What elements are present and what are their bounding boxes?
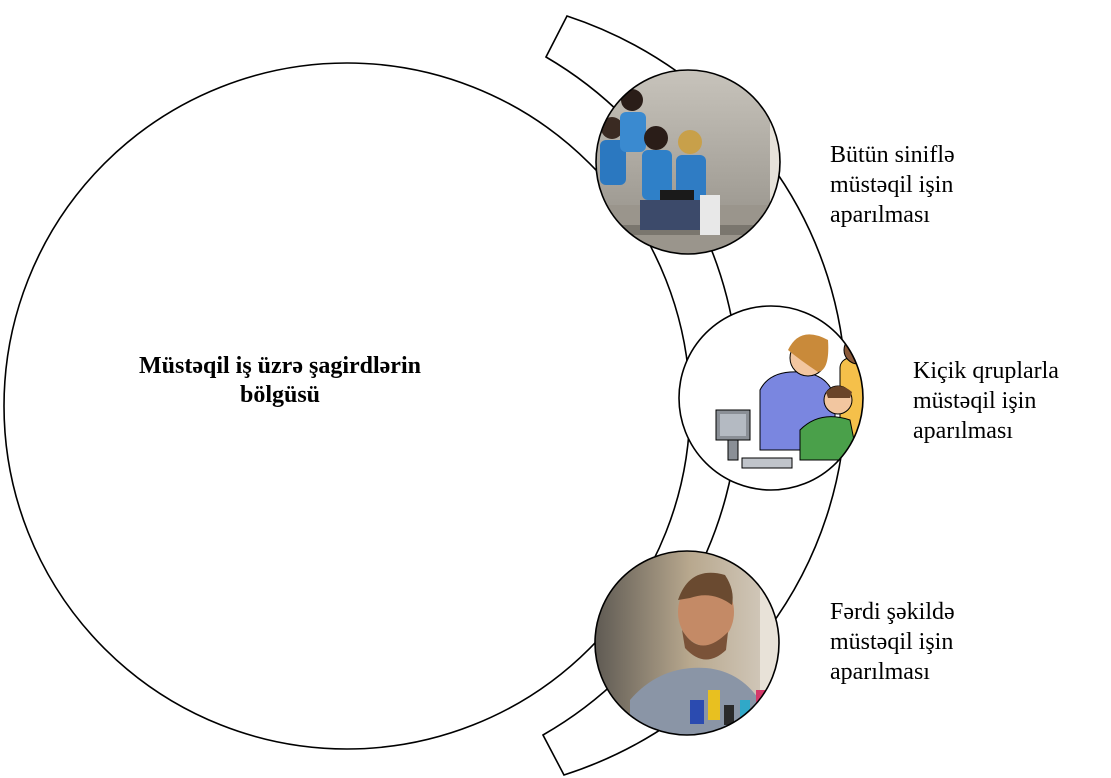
item-label-line: Kiçik qruplarla [913, 358, 1059, 384]
item-label-individual: Fərdi şəkildə müstəqil işin aparılması [830, 597, 955, 687]
item-label-line: müstəqil işin [830, 629, 954, 655]
small-group-computer-illustration-icon [678, 305, 864, 491]
item-label-line: aparılması [830, 202, 930, 228]
item-label-line: Fərdi şəkildə [830, 599, 955, 625]
item-label-small-groups: Kiçik qruplarla müstəqil işin aparılması [913, 356, 1059, 446]
individual-student-photo-icon [594, 550, 780, 736]
arc-band [541, 15, 847, 776]
item-label-line: müstəqil işin [913, 388, 1037, 414]
diagram-center-title: Müstəqil iş üzrə şagirdlərin bölgüsü [139, 353, 421, 408]
item-label-line: Bütün siniflə [830, 142, 955, 168]
item-label-line: aparılması [913, 418, 1013, 444]
item-label-line: aparılması [830, 659, 930, 685]
item-label-whole-class: Bütün siniflə müstəqil işin aparılması [830, 140, 955, 230]
item-label-line: müstəqil işin [830, 172, 954, 198]
student-group-photo-icon [595, 69, 781, 255]
